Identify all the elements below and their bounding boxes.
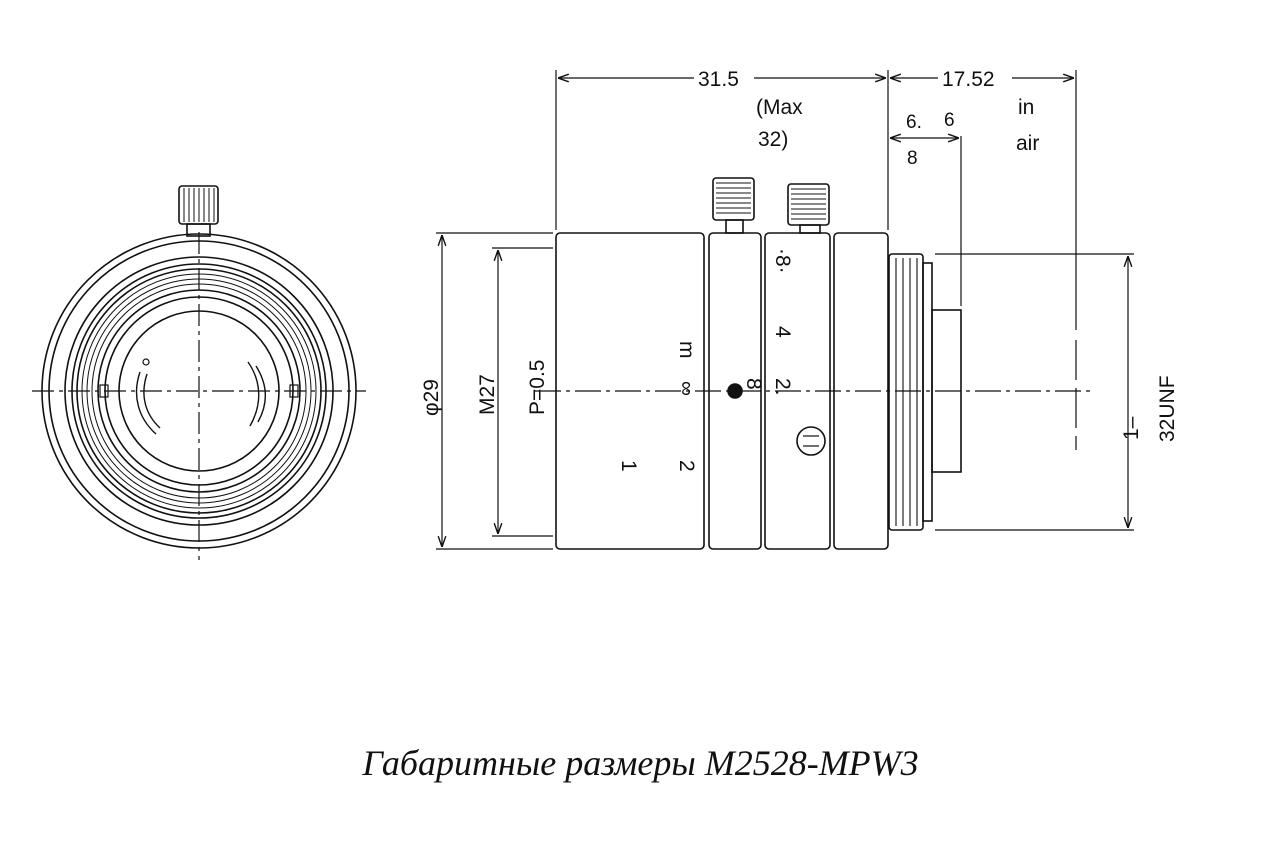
mount-thread (888, 253, 924, 531)
iris-mark-dot8: ·8· (771, 248, 794, 274)
overall-length-max-b: 32) (758, 128, 788, 151)
focus-mark-1: 1 (617, 460, 640, 472)
iris-knob (712, 177, 755, 221)
mount-thread-label-a: 1– (1120, 416, 1143, 440)
rear-dim-a-1: 6. (906, 112, 922, 133)
drawing-caption: Габаритные размеры M2528-MPW3 (362, 743, 919, 783)
front-view (32, 185, 366, 560)
front-iris-arc-left (135, 371, 157, 435)
flange-back-note-a: in (1018, 96, 1034, 119)
iris-mark-4: 4 (771, 326, 794, 338)
filter-pitch-label: P=0.5 (526, 360, 549, 415)
rear-dim-a-2: 8 (907, 148, 918, 169)
rear-body (833, 232, 889, 550)
dimension-lines (436, 70, 1134, 550)
outer-diameter-label: φ29 (420, 379, 443, 416)
set-screw (796, 426, 826, 456)
rear-element-housing (922, 262, 933, 522)
focus-barrel (555, 232, 705, 550)
front-knob-stem (186, 223, 211, 237)
focus-mark-2: 2 (675, 460, 698, 472)
front-aperture (118, 310, 280, 472)
mount-thread-label-b: 32UNF (1156, 375, 1179, 442)
front-iris-arc-right (247, 361, 260, 427)
iris-scale-ring (764, 232, 831, 550)
overall-length-max-a: (Max (756, 96, 803, 119)
scale-markings: m ∞ 2 1 8 2. 4 ·8· (617, 248, 794, 472)
focus-infinity: ∞ (675, 381, 698, 396)
iris-mark-2: 2. (771, 378, 794, 396)
rear-dim-b: 6 (944, 110, 955, 131)
flange-back-note-b: air (1016, 132, 1039, 155)
iris-mark-8: 8 (742, 378, 765, 390)
side-view (535, 177, 1095, 550)
overall-length-label: 31.5 (698, 68, 739, 91)
dimension-labels: 31.5 (Max 32) 17.52 in air 6. 8 6 φ29 M2… (420, 66, 1179, 442)
index-dot (727, 383, 743, 399)
front-outer-ring (41, 233, 357, 549)
flange-back-label: 17.52 (942, 68, 995, 91)
focus-unit: m (675, 341, 698, 359)
filter-thread-label: M27 (476, 374, 499, 415)
